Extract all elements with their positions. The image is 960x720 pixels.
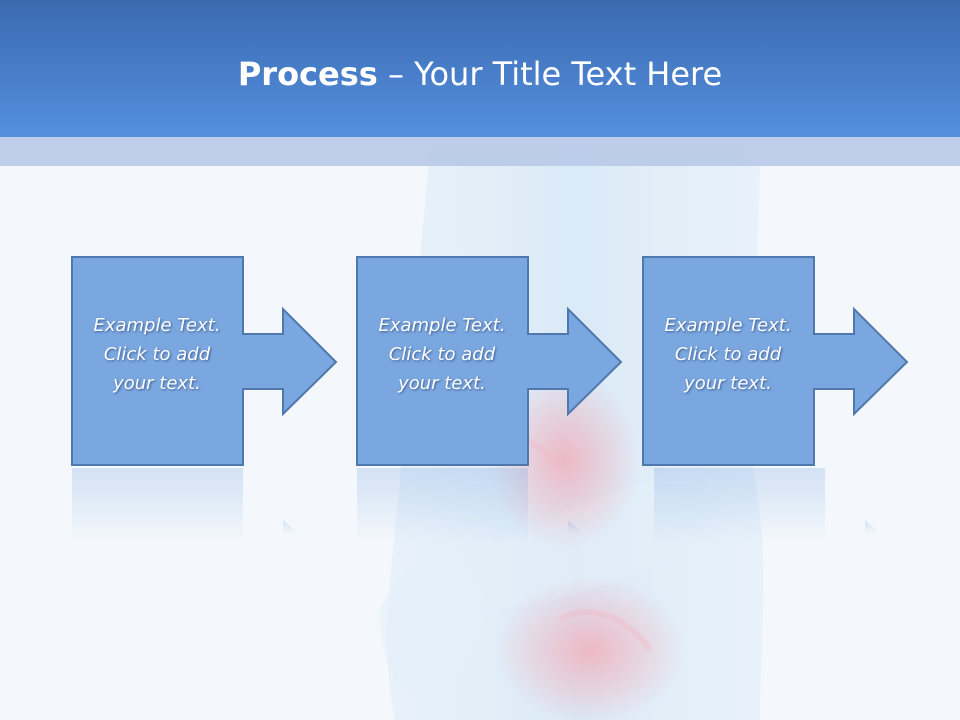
step-1-line-3: your text.: [113, 373, 201, 394]
step-2-line-1: Example Text.: [378, 315, 506, 336]
step-3-line-1: Example Text.: [664, 315, 792, 336]
title-regular-part: – Your Title Text Here: [377, 55, 723, 93]
step-3-line-2: Click to add: [674, 344, 782, 365]
step-2-line-2: Click to add: [388, 344, 496, 365]
step-1-text[interactable]: Example Text. Click to add your text.: [71, 311, 243, 398]
step-2-reflection: [357, 468, 584, 543]
title-accent-bar: [0, 137, 960, 166]
process-step-1[interactable]: Example Text. Click to add your text.: [71, 256, 411, 468]
step-2-text[interactable]: Example Text. Click to add your text.: [356, 311, 528, 398]
right-arrow-icon: [356, 256, 623, 466]
step-1-reflection: [72, 468, 299, 543]
title-bar: [0, 0, 960, 137]
right-arrow-icon: [642, 256, 909, 466]
right-arrow-icon: [71, 256, 338, 466]
process-step-2[interactable]: Example Text. Click to add your text.: [356, 256, 696, 468]
step-1-line-1: Example Text.: [93, 315, 221, 336]
step-1-line-2: Click to add: [103, 344, 211, 365]
step-3-text[interactable]: Example Text. Click to add your text.: [642, 311, 814, 398]
process-step-3[interactable]: Example Text. Click to add your text.: [642, 256, 960, 468]
title-bold-part: Process: [237, 55, 378, 93]
step-3-reflection: [654, 468, 881, 543]
step-3-line-3: your text.: [684, 373, 772, 394]
step-2-line-3: your text.: [398, 373, 486, 394]
slide-title[interactable]: Process – Your Title Text Here: [0, 52, 960, 96]
